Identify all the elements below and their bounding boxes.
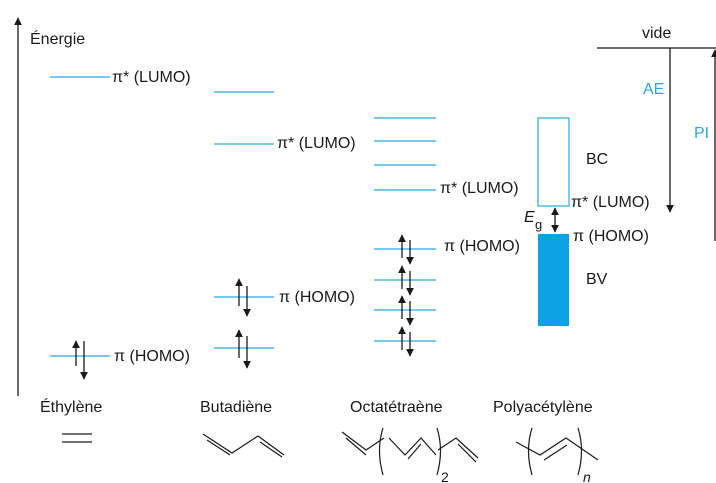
- butadiene-lumo-label: π* (LUMO): [277, 135, 356, 152]
- ethylene-lumo-label: π* (LUMO): [112, 69, 191, 86]
- octatetraene-electron-pair-4: [398, 326, 414, 357]
- conduction-band-label: BC: [586, 151, 608, 168]
- valence-band: [538, 234, 569, 326]
- valence-band-label: BV: [586, 271, 608, 288]
- band-gap-label: E g: [524, 209, 542, 232]
- electron-affinity-label: AE: [643, 81, 664, 98]
- band-gap-subscript: g: [535, 217, 542, 232]
- octatetraene-structure: 2: [341, 427, 479, 483]
- energy-axis-label: Énergie: [30, 29, 85, 48]
- octatetraene-name: Octatétraène: [350, 399, 443, 416]
- ethylene-electron-pair: [72, 340, 88, 380]
- polyacetylene-lumo-label: π* (LUMO): [571, 194, 650, 211]
- ethylene-homo-label: π (HOMO): [114, 348, 190, 365]
- polyacetylene-homo-label: π (HOMO): [573, 228, 649, 245]
- octatetraene-repeat-index: 2: [441, 469, 449, 483]
- polyacetylene-name: Polyacétylène: [493, 399, 593, 416]
- butadiene-structure: [202, 433, 285, 458]
- ethylene-structure: [62, 433, 92, 443]
- octatetraene-electron-pair-2: [398, 265, 414, 296]
- octatetraene-homo-label: π (HOMO): [444, 238, 520, 255]
- ionization-potential-label: PI: [694, 125, 709, 142]
- vacuum-level-label: vide: [642, 25, 671, 42]
- butadiene-electron-pair-lower: [235, 329, 251, 369]
- octatetraene-electron-pair-3: [398, 295, 414, 326]
- butadiene-electron-pair-homo: [235, 278, 251, 317]
- polyacetylene-repeat-index: n: [583, 469, 591, 483]
- butadiene-name: Butadiène: [200, 399, 272, 416]
- butadiene-homo-label: π (HOMO): [279, 289, 355, 306]
- conduction-band: [537, 117, 570, 207]
- ethylene-name: Éthylène: [40, 397, 102, 416]
- octatetraene-electron-pair-1: [398, 234, 414, 265]
- band-gap-symbol: E: [524, 209, 535, 226]
- octatetraene-lumo-label: π* (LUMO): [440, 180, 519, 197]
- polyacetylene-structure: n: [515, 427, 599, 483]
